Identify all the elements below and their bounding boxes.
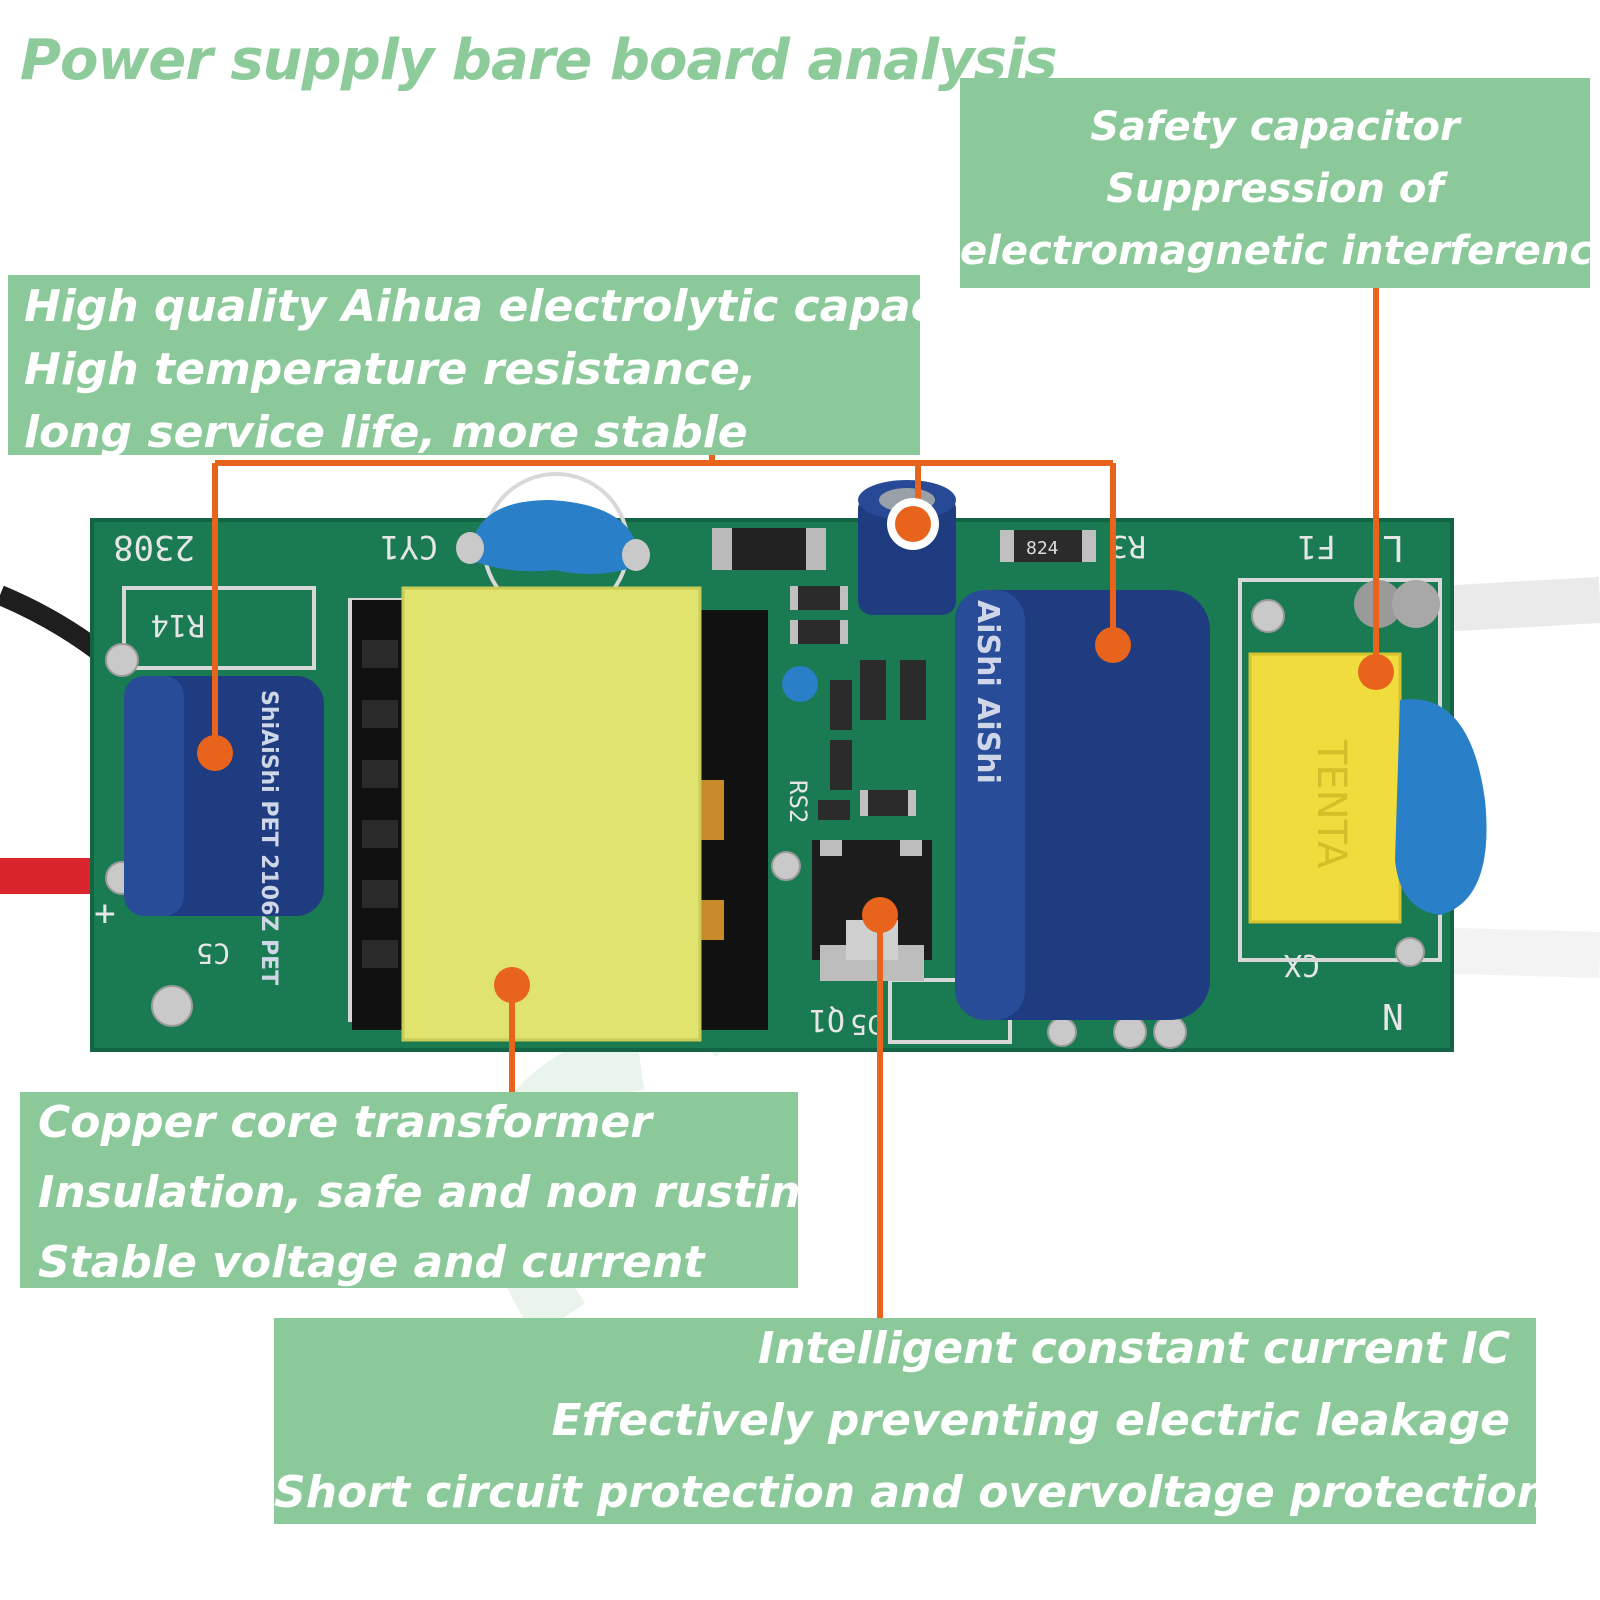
callout-line: Stable voltage and current	[38, 1237, 705, 1288]
label-r14: R14	[151, 607, 205, 642]
callout-constant-current-ic: Intelligent constant current IC Effectiv…	[274, 1318, 1548, 1524]
page-title: Power supply bare board analysis	[20, 28, 1057, 93]
label-n: N	[1382, 998, 1404, 1039]
board-code: 2308	[113, 527, 195, 567]
callout-electrolytic-capacitor: High quality Aihua electrolytic capacito…	[8, 275, 1025, 458]
left-cap-text: ShiAiShi PET 2106Z PET	[256, 690, 281, 985]
callout-line: Intelligent constant current IC	[757, 1323, 1510, 1374]
label-f1: F1	[1297, 528, 1336, 566]
callout-line: Copper core transformer	[38, 1097, 652, 1148]
callout-line: long service life, more stable	[24, 407, 748, 458]
label-plus: +	[94, 893, 116, 934]
callout-line: Safety capacitor	[1090, 104, 1460, 150]
y-capacitor-right	[1395, 699, 1487, 915]
callout-line: High temperature resistance,	[24, 344, 757, 395]
x-cap-text: TENTA	[1308, 739, 1354, 869]
callout-safety-capacitor: Safety capacitor Suppression of electrom…	[960, 78, 1600, 288]
callout-line: Effectively preventing electric leakage	[551, 1395, 1510, 1446]
small-blue-cap	[782, 666, 818, 702]
y-capacitor-top	[470, 500, 640, 574]
callout-transformer: Copper core transformer Insulation, safe…	[20, 1092, 833, 1288]
callout-line: Short circuit protection and overvoltage…	[274, 1467, 1549, 1518]
label-cy1: CY1	[380, 528, 438, 566]
callout-line: High quality Aihua electrolytic capacito…	[24, 281, 1025, 332]
label-q1: Q1	[809, 1002, 845, 1037]
callout-line: Suppression of	[1106, 166, 1444, 212]
label-cx: CX	[1284, 947, 1320, 982]
label-c5: C5	[196, 937, 230, 970]
label-l: L	[1382, 527, 1404, 568]
smd-824: 824	[1026, 538, 1059, 559]
label-rs2: RS2	[784, 780, 812, 823]
x-capacitor	[1250, 654, 1400, 922]
callout-line: Insulation, safe and non rusting	[38, 1167, 833, 1218]
big-cap-text: AiShi AiShi	[970, 600, 1005, 784]
callout-line: electromagnetic interference	[960, 228, 1600, 274]
transformer-body	[403, 588, 700, 1040]
